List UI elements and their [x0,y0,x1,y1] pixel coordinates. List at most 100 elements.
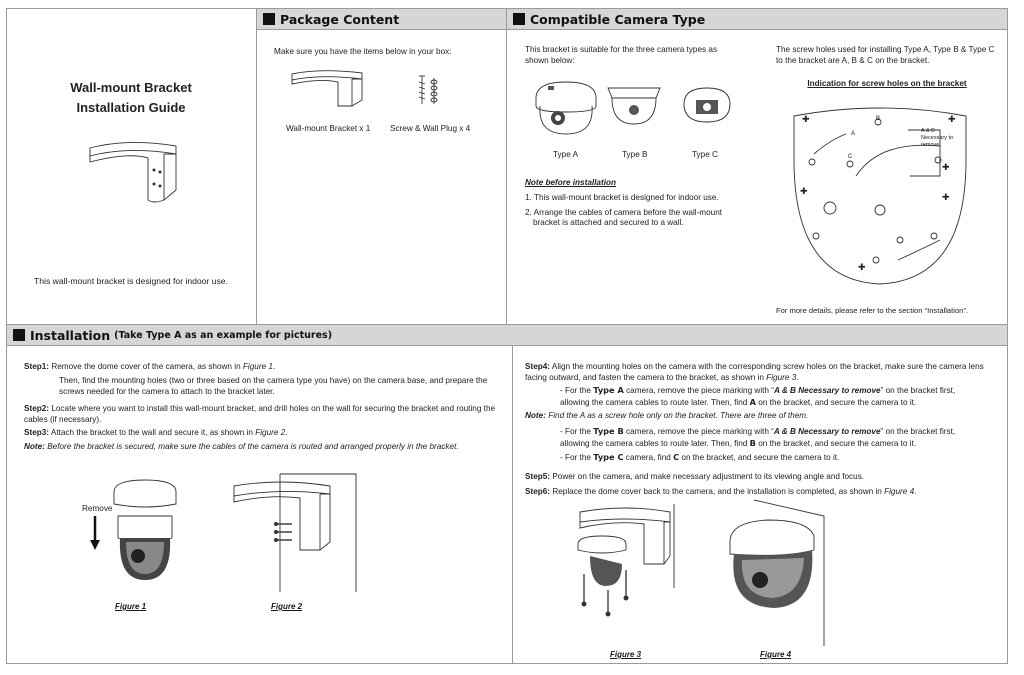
install-note-label: Note: [24,442,45,451]
cover-note: This wall-mount bracket is designed for … [34,276,228,286]
type-b-emphasis: A & B Necessary to remove [773,427,881,436]
screw-holes-text: The screw holes used for installing Type… [776,45,995,65]
label-type-b: Type B [622,150,648,159]
hole-label-c: C [848,154,853,160]
svg-text:✚: ✚ [800,187,808,197]
step6-label: Step6: [525,487,551,496]
package-screws-icon [418,75,438,104]
type-b-pre: - For the [560,427,591,436]
type-a-mid: camera, remove the piece marking with “ [626,386,774,395]
figure3-camera-bracket [577,504,675,617]
svg-text:✚: ✚ [858,263,866,273]
type-b-mid: camera, remove the piece marking with “ [625,427,774,436]
step4-text: Align the mounting holes on the camera w… [525,362,984,382]
svg-text:✚: ✚ [942,163,950,173]
type-a-end: on the bracket, and secure the camera to… [758,397,917,407]
package-heading: Package Content [280,11,400,27]
divider-package [506,8,507,325]
type-c-end: on the bracket, and secure the camera to… [681,453,840,462]
step1-figure-ref: Figure 1 [242,362,273,371]
step4-label: Step4: [525,362,551,371]
type-a-emphasis: A & B Necessary to remove [773,386,881,395]
step3-label: Step3: [24,428,50,437]
type-b-letter: B [749,437,756,448]
svg-text:✚: ✚ [948,115,956,125]
remove-arrow-icon [90,516,100,550]
step5-label: Step5: [525,472,551,481]
label-type-c: Type C [692,150,718,159]
step1-text: Remove the dome cover of the camera, as … [51,362,241,371]
install-heading: Installation [30,327,111,343]
type-c-instruction: - For the Type C camera, find C on the b… [560,452,968,464]
remove-label: Remove [82,504,113,513]
type-a-post: ” on the bracket first, allowing the cam… [560,386,956,407]
step3-text: Attach the bracket to the wall and secur… [50,428,253,437]
install-note-2-text: Find the A as a screw hole only on the b… [548,411,809,420]
figure4-installed-camera [729,499,825,646]
figure3-caption: Figure 3 [610,650,642,659]
step4: Step4: Align the mounting holes on the c… [525,362,984,382]
hole-label-a: A [851,131,856,137]
step1-label: Step1: [24,362,50,371]
note-2b: bracket is attached and secured to a wal… [533,218,684,227]
step6-figure-ref: Figure 4 [884,487,915,496]
divider-cover [256,8,257,325]
step5: Step5: Power on the camera, and make nec… [525,472,1000,483]
type-b-name: Type B [593,426,624,436]
step1-sub: Then, find the mounting holes (two or th… [59,376,488,396]
header-square-icon [513,13,525,25]
cover-title-1: Wall-mount Bracket [70,80,192,95]
camera-type-c-icon [683,87,731,123]
bracket-screw-diagram: ✚ ✚ ✚ ✚ ✚ ✚ [793,107,967,285]
hole-label-b: B [876,116,881,122]
header-square-icon [13,329,25,341]
divider-install [512,346,513,664]
compat-header: Compatible Camera Type [507,9,1007,30]
type-c-name: Type C [593,452,624,462]
step6: Step6: Replace the dome cover back to th… [525,487,917,496]
type-c-mid: camera, find [625,453,671,462]
install-note: Note: Before the bracket is secured, mak… [24,442,510,453]
remove-box-label-1: A & B [921,128,935,134]
step4-figure-ref: Figure 3 [766,372,797,382]
type-c-pre: - For the [560,453,591,462]
figure1-camera [113,479,177,580]
camera-type-b-icon [607,87,661,125]
more-details: For more details, please refer to the se… [776,306,969,315]
install-note-2: Note: Find the A as a screw hole only on… [525,411,1000,422]
step6-text: Replace the dome cover back to the camer… [552,487,882,496]
svg-text:✚: ✚ [942,193,950,203]
indication-title: Indication for screw holes on the bracke… [807,79,967,88]
install-note-2-label: Note: [525,411,546,420]
note-2a: 2. Arrange the cables of camera before t… [525,208,723,217]
step2: Step2: Locate where you want to install … [24,404,504,425]
figure1-caption: Figure 1 [115,602,147,611]
type-b-end: on the bracket, and secure the camera to… [758,438,917,448]
step1: Step1: Remove the dome cover of the came… [24,362,276,371]
type-b-instruction: - For the Type B camera, remove the piec… [560,426,968,449]
step3: Step3: Attach the bracket to the wall an… [24,428,288,437]
label-type-a: Type A [553,150,579,159]
type-a-letter: A [749,396,756,407]
type-b-post: ” on the bracket first, allowing the cam… [560,427,956,448]
install-heading-note: (Take Type A as an example for pictures) [114,329,333,341]
package-bracket-icon [291,70,363,107]
install-note-text: Before the bracket is secured, make sure… [47,442,459,451]
figure2-bracket-wall [233,473,357,592]
figure4-caption: Figure 4 [760,650,792,659]
note-title: Note before installation [525,178,616,187]
package-intro: Make sure you have the items below in yo… [274,47,452,56]
remove-box-label-3: remove [921,142,940,148]
header-square-icon [263,13,275,25]
type-a-name: Type A [593,385,624,395]
note-1: 1. This wall-mount bracket is designed f… [525,193,719,202]
figure2-caption: Figure 2 [271,602,303,611]
cover-title-2: Installation Guide [76,100,186,115]
package-header: Package Content [257,9,506,30]
type-a-instruction: - For the Type A camera, remove the piec… [560,385,968,408]
compat-intro: This bracket is suitable for the three c… [525,45,718,65]
package-item-screws: Screw & Wall Plug x 4 [390,124,471,133]
camera-type-a-icon [535,81,597,135]
step5-text: Power on the camera, and make necessary … [552,472,865,481]
package-item-bracket: Wall-mount Bracket x 1 [286,124,371,133]
